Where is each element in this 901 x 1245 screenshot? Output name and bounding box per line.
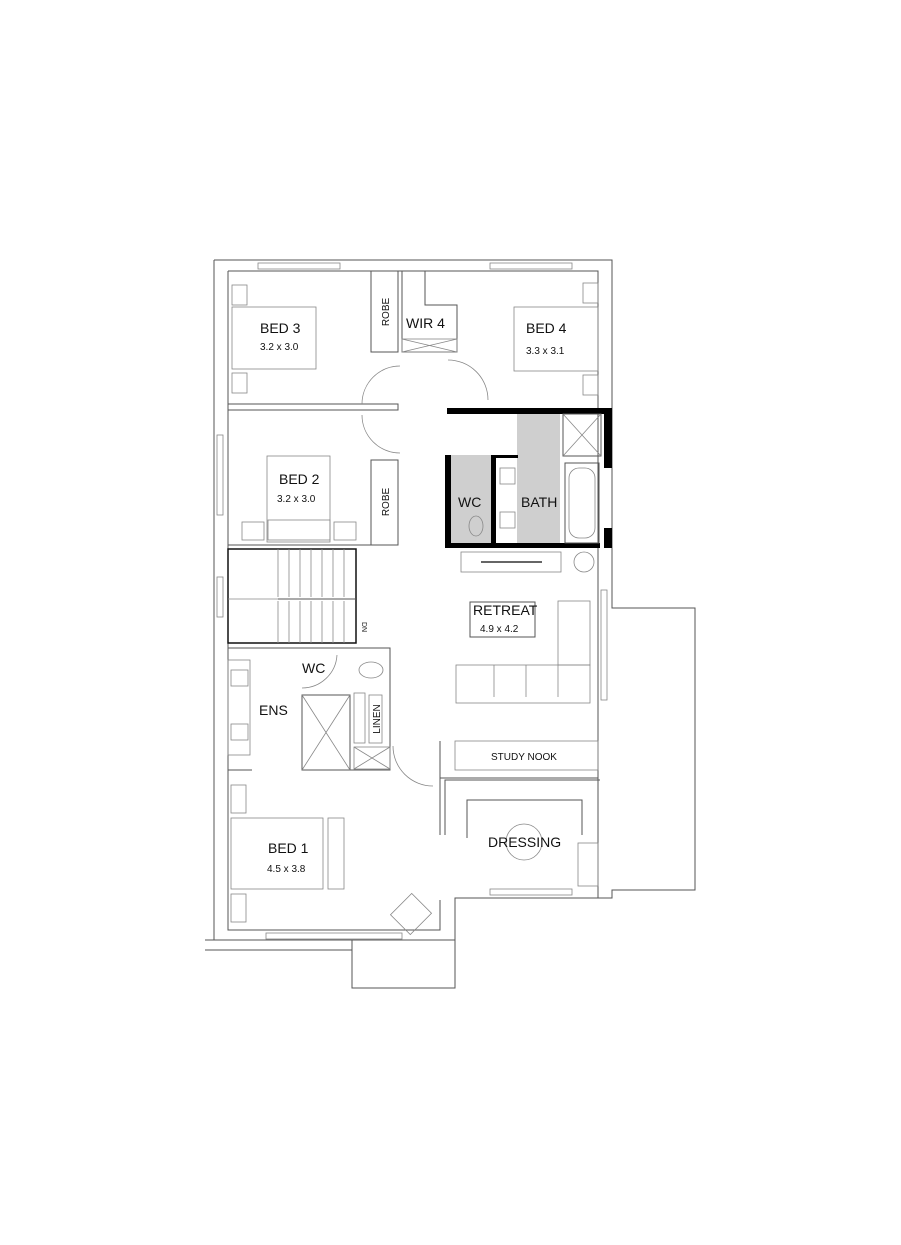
bath-label: BATH bbox=[521, 494, 557, 510]
room-bed-4: BED 4 3.3 x 3.1 bbox=[513, 282, 599, 396]
bed-1-label: BED 1 bbox=[268, 840, 309, 856]
stair-dn-label: DN bbox=[360, 622, 367, 632]
robe-label: ROBE bbox=[381, 298, 392, 327]
ens-label: ENS bbox=[259, 702, 288, 718]
retreat-label: RETREAT bbox=[473, 602, 538, 618]
room-bed-3: ROBE BED 3 3.2 x 3.0 bbox=[228, 270, 401, 411]
dressing-label: DRESSING bbox=[488, 834, 561, 850]
room-bed-2: ROBE BED 2 3.2 x 3.0 bbox=[228, 414, 401, 546]
room-retreat: RETREAT 4.9 x 4.2 bbox=[455, 551, 595, 704]
robe-label-2: ROBE bbox=[381, 488, 392, 517]
windows bbox=[216, 262, 608, 940]
bed-3-label: BED 3 bbox=[260, 320, 301, 336]
bed-2-size: 3.2 x 3.0 bbox=[277, 494, 316, 505]
study-nook: STUDY NOOK bbox=[439, 740, 599, 835]
room-ensuite: WC ENS LINEN bbox=[227, 647, 434, 787]
wc-label: WC bbox=[458, 494, 481, 510]
room-wir-4: WIR 4 bbox=[401, 271, 489, 401]
bathroom-block: WC BATH bbox=[445, 408, 612, 548]
linen-label: LINEN bbox=[372, 704, 383, 733]
bed-4-size: 3.3 x 3.1 bbox=[526, 346, 565, 357]
staircase: DN bbox=[227, 548, 367, 644]
bed-4-label: BED 4 bbox=[526, 320, 567, 336]
bed-3-size: 3.2 x 3.0 bbox=[260, 342, 299, 353]
wir-4-label: WIR 4 bbox=[406, 315, 445, 331]
study-nook-label: STUDY NOOK bbox=[491, 752, 557, 763]
room-bed-1: BED 1 4.5 x 3.8 bbox=[230, 784, 433, 936]
retreat-size: 4.9 x 4.2 bbox=[480, 624, 519, 635]
bed-2-label: BED 2 bbox=[279, 471, 320, 487]
room-dressing: DRESSING bbox=[444, 779, 600, 887]
ens-wc-label: WC bbox=[302, 660, 325, 676]
bed-1-size: 4.5 x 3.8 bbox=[267, 864, 306, 875]
